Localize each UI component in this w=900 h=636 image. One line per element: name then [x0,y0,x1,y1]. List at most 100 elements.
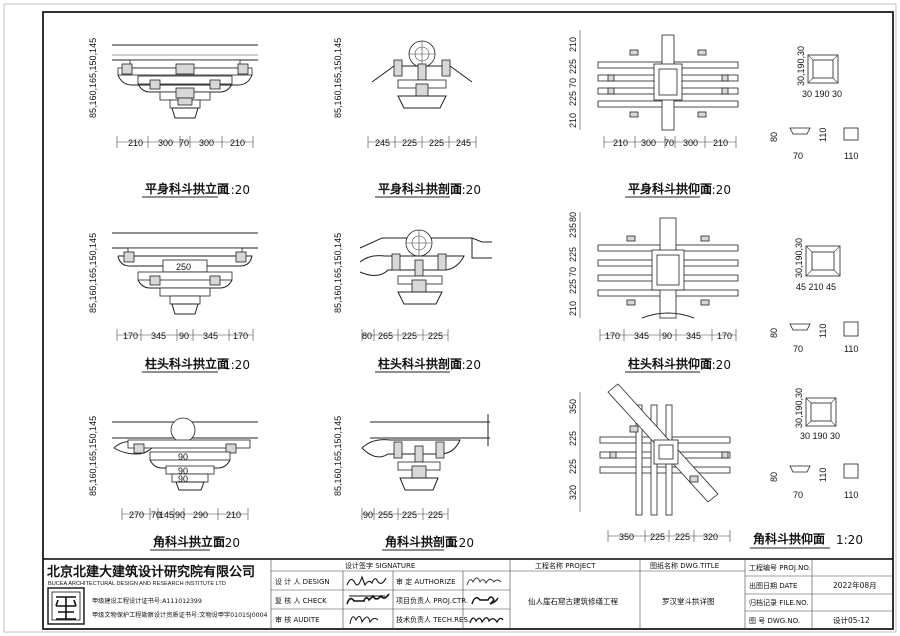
dim-value: 320 [568,485,578,500]
dim-value: 110 [818,128,828,142]
bracket-drawing: 250 [112,232,258,315]
proj-no-label: 工程编号 PROJ.NO. [749,563,811,572]
sheet-outer-border [3,3,897,633]
dim-value: 70 [179,138,189,148]
view-jiao-elevation: 90 90 90 85,160,165,150,145 270 70 145 9… [88,416,258,551]
dim-value: 110 [844,344,858,354]
dwg-no-value: 设计05-12 [833,615,870,625]
project-header: 工程名称 PROJECT [535,561,596,570]
dim-chain-vertical: 350 225 225 320 [568,392,581,512]
tech-res-label: 技术负责人 TECH.RES. [396,615,470,624]
dim-value: 225 [428,510,443,520]
dim-value: 225 [568,279,578,294]
dim-value: 345 [151,331,166,341]
authorize-label: 审 定 AUTHORIZE [396,577,456,586]
proj-ctr-signature [471,596,499,605]
dim-value: 70 [664,138,674,148]
project-name: 仙人崖石窟古建筑修缮工程 [528,596,618,606]
dim-value: 270 [129,510,144,520]
dim-value: 245 [456,138,471,148]
dim-vertical-stack: 85,160,165,150,145 [333,416,343,496]
audit-label: 审 核 AUDITE [275,615,320,624]
view-scale: 1:20 [836,533,863,547]
bracket-drawing [359,229,492,305]
dim-value: 90 [179,331,189,341]
view-pingshen-elevation: 85,160,165,150,145 210 300 70 300 210 平身… [88,38,258,198]
dim-value: 225 [402,138,417,148]
bracket-drawing [597,34,739,131]
view-scale: 1:20 [223,358,250,372]
dim-value: 45 210 45 [796,282,836,292]
inner-dim-label: 90 [178,466,188,476]
dim-chain-horizontal: 350 225 225 320 [607,530,731,542]
dim-value: 30,190,30 [794,388,804,428]
dim-value: 300 [158,138,173,148]
dim-value: 225 [568,459,578,474]
view-title: 平身科斗拱仰面 [628,181,712,196]
detail-dou-1: 30,190,30 30 190 30 80 70 110 110 [769,46,859,161]
view-title: 角科斗拱仰面 [753,531,825,546]
bracket-drawing [361,414,490,491]
check-signature [346,593,390,605]
view-scale: 1:20 [704,183,731,197]
dim-value: 300 [683,138,698,148]
detail-dou-3: 30,190,30 30 190 30 80 70 110 110 [769,388,859,500]
dim-value: 245 [375,138,390,148]
dim-value: 210 [568,37,578,52]
sheet-inner-border [42,11,894,630]
dim-value: 225 [675,532,690,542]
dim-chain-vertical: 210 225 70 225 210 [568,30,581,130]
dim-value: 225 [650,532,665,542]
dim-value: 225 [402,331,417,341]
dim-value: 255 [378,510,393,520]
view-title: 角科斗拱剖面 [385,534,457,549]
dim-value: 350 [619,532,634,542]
dim-value: 225 [568,247,578,262]
inner-dim-label: 90 [178,452,188,462]
view-zhutou-elevation: 250 85,160,165,150,145 170 345 90 345 17… [88,232,258,373]
dim-value: 320 [703,532,718,542]
center-dim-label: 250 [176,262,191,272]
detail-dou-2: 30,190,30 45 210 45 80 70 110 110 [769,238,859,354]
inner-dim-label: 90 [178,474,188,484]
view-jiao-plan: 350 225 225 320 350 225 225 320 角科斗拱仰面 1… [568,383,863,549]
view-scale: 1:20 [447,536,474,550]
proj-ctr-label: 项目负责人 PROJ.CTR. [396,596,468,605]
dim-chain-horizontal: 245 225 225 245 [367,136,477,148]
dim-value: 225 [568,91,578,106]
dim-chain-vertical: 210 225 70 225 235 80 [568,212,581,318]
audit-signature [349,616,379,625]
dim-value: 80 [362,331,372,341]
cert-line-1: 甲级建设工程设计证书号:A111012399 [92,597,202,605]
tech-res-signature [469,617,504,624]
dim-value: 90 [662,331,672,341]
view-scale: 1:20 [213,536,240,550]
dim-value: 70 [793,151,803,161]
view-title: 柱头科斗拱仰面 [628,356,712,371]
view-scale: 1:20 [454,358,481,372]
title-block: 北京北建大建筑设计研究院有限公司 BUCEA ARCHITECTURAL DES… [43,558,893,629]
dim-value: 210 [226,510,241,520]
dim-chain-horizontal: 170 345 90 345 170 [116,329,254,341]
dim-value: 110 [844,490,858,500]
dim-value: 70 [568,267,578,277]
view-scale: 1:20 [704,358,731,372]
view-title: 平身科斗拱立面 [145,181,229,196]
dim-chain-horizontal: 80 265 225 225 [361,329,449,341]
dim-value: 145 [159,510,174,520]
dim-value: 90 [175,510,185,520]
firm-seal-logo [47,587,85,625]
dim-value: 90 [363,510,373,520]
dim-chain-horizontal: 90 255 225 225 [361,508,449,520]
dim-value: 30,190,30 [796,46,806,86]
dim-value: 70 [151,510,161,520]
view-title: 柱头科斗拱立面 [145,356,229,371]
dim-value: 345 [686,331,701,341]
file-no-label: 归档记录 FILE.NO. [749,598,809,607]
dim-value: 170 [717,331,732,341]
designer-signature [346,575,387,587]
dwg-title: 罗汉堂斗拱详图 [662,596,715,606]
firm-name-cn: 北京北建大建筑设计研究院有限公司 [47,564,255,580]
dim-value: 70 [568,78,578,88]
